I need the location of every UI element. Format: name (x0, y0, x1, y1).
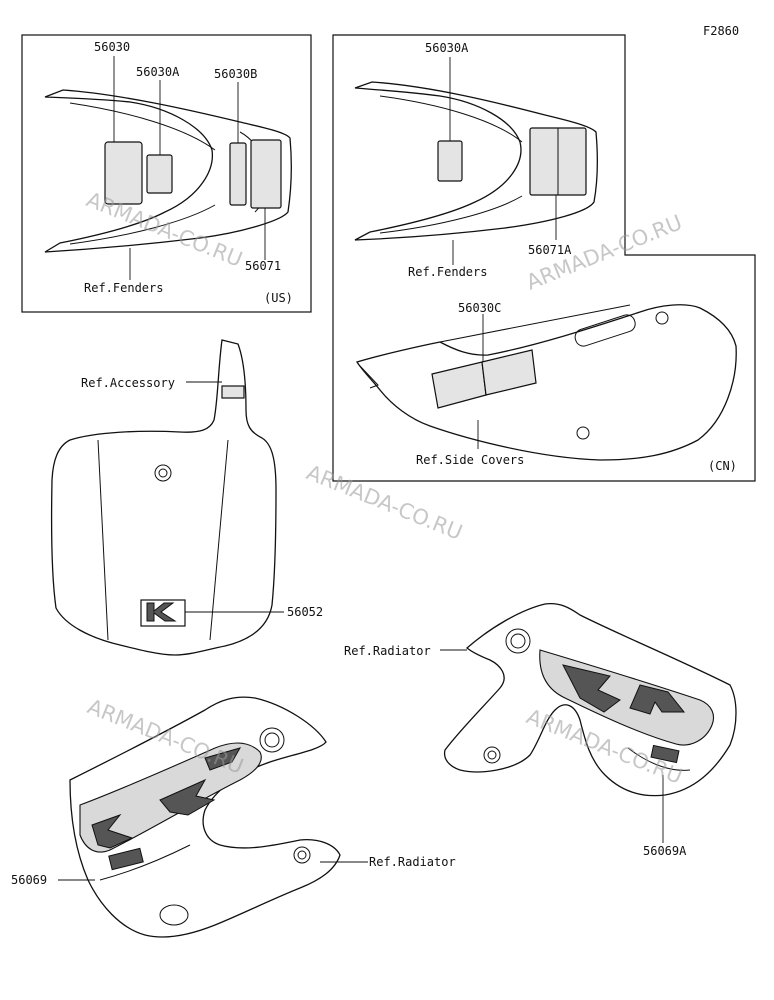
decal-56030 (104, 141, 143, 205)
decal-56069a (539, 649, 715, 771)
cn-region-tag: (CN) (708, 459, 737, 473)
watermark-text: ARMADA-CO.RU (303, 460, 466, 544)
label-56030a-cn: 56030A (425, 41, 469, 55)
label-56069a: 56069A (643, 844, 687, 858)
label-56069: 56069 (11, 873, 47, 887)
label-56030: 56030 (94, 40, 130, 54)
decal-56069 (79, 742, 262, 881)
kawasaki-logo-icon (140, 599, 186, 627)
label-56052: 56052 (287, 605, 323, 619)
side-cover (355, 304, 737, 461)
label-ref-side-covers: Ref.Side Covers (416, 453, 524, 467)
label-ref-fenders-cn: Ref.Fenders (408, 265, 487, 279)
label-56071a: 56071A (528, 243, 572, 257)
label-ref-accessory: Ref.Accessory (81, 376, 175, 390)
decal-56030a-cn (437, 140, 463, 182)
figure-code: F2860 (703, 24, 739, 38)
decal-56030a-us (146, 154, 173, 194)
label-ref-radiator-left: Ref.Radiator (369, 855, 456, 869)
us-box (21, 34, 312, 313)
cn-rear-fender (354, 81, 598, 241)
label-56030b: 56030B (214, 67, 257, 81)
left-radiator-shroud (69, 696, 341, 938)
label-ref-fenders-us: Ref.Fenders (84, 281, 163, 295)
front-number-plate (50, 339, 277, 656)
decal-56030c (431, 349, 537, 409)
decal-56030b (229, 142, 247, 206)
decal-56071 (250, 139, 282, 209)
label-ref-radiator-right: Ref.Radiator (344, 644, 431, 658)
cn-box (332, 34, 756, 482)
label-56030a-us: 56030A (136, 65, 180, 79)
label-56071: 56071 (245, 259, 281, 273)
label-56030c: 56030C (458, 301, 501, 315)
us-region-tag: (US) (264, 291, 293, 305)
